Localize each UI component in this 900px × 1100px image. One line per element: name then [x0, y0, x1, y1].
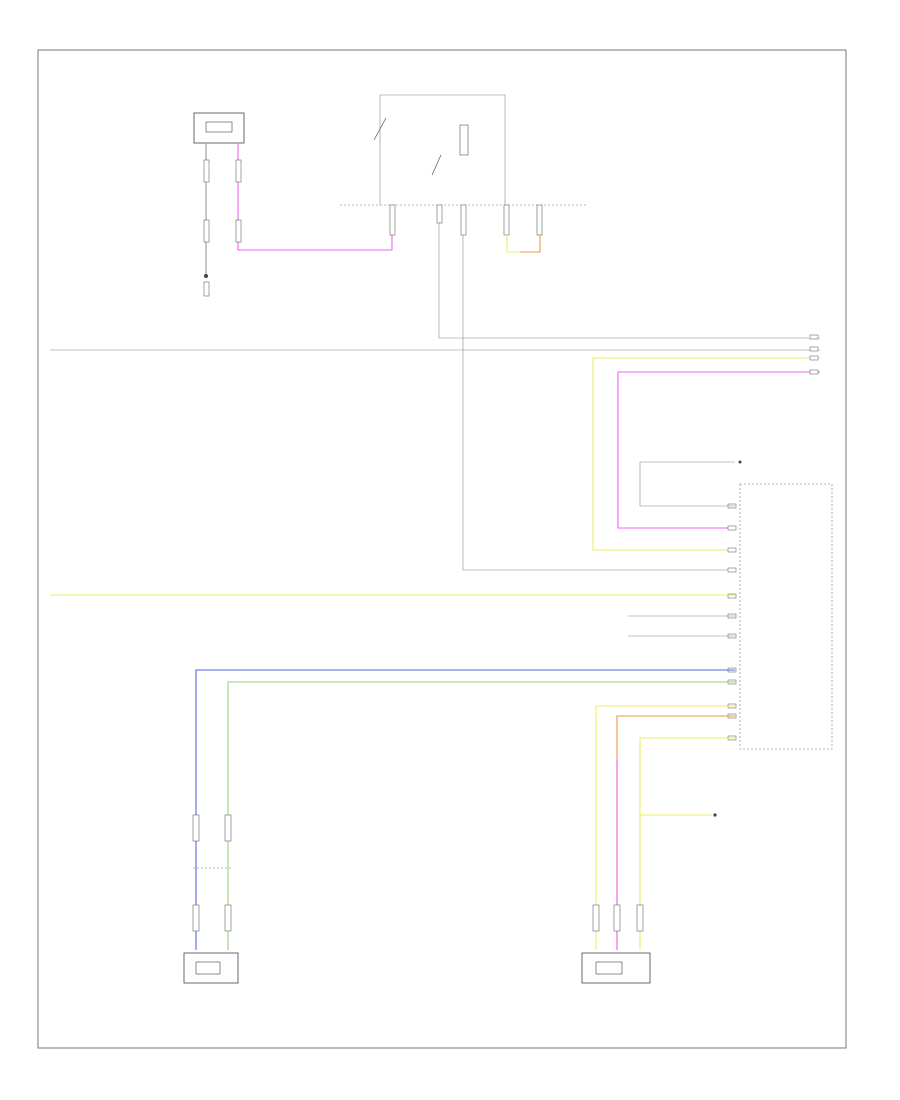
wire-yellow-br-2 [639, 737, 735, 950]
wire-yellow-br [595, 705, 735, 950]
module-component [739, 483, 833, 750]
wire-green [227, 681, 735, 950]
ground-symbol [204, 274, 208, 278]
module-pins [727, 503, 737, 741]
diagram-frame [37, 49, 847, 1049]
wire-pink-to-module [617, 371, 820, 529]
sensor-top-component [193, 112, 245, 144]
sensor-bottom-right [581, 952, 651, 984]
sensor-bottom-left [183, 952, 239, 984]
wire-relay-loop-yellow [506, 235, 520, 253]
wire-relay-gray-2 [462, 235, 735, 571]
wire-blue [195, 669, 735, 950]
wire-orange-br [616, 715, 735, 950]
wire-yellow-to-module [592, 357, 820, 551]
wire-module-loop [639, 461, 735, 507]
wire-relay-gray-1 [438, 223, 820, 339]
relay-block [340, 94, 588, 206]
wire-relay-loop-orange [520, 235, 541, 253]
wire-sensor-top-right [237, 143, 393, 251]
